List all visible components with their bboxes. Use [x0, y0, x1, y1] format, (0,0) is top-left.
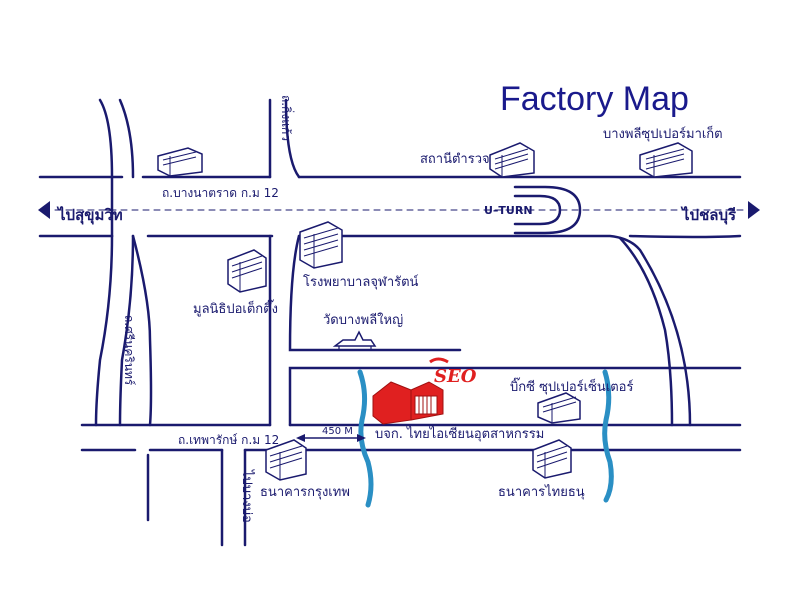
building-icon-thai-thanu-bank	[532, 439, 572, 479]
direction-east-label: ไปชลบุรี	[680, 205, 737, 225]
distance-arrow-right	[357, 434, 366, 442]
building-icon-west-office	[157, 147, 203, 177]
uturn-inner	[513, 194, 562, 226]
place-label-bigc: บิ๊กซี ซุปเปอร์เซ็นเตอร์	[510, 377, 633, 395]
direction-west-label: ไปสุขุมวิท	[56, 205, 123, 225]
canal-west	[357, 369, 374, 508]
place-label-bangplee-supermarket: บางพลีซุปเปอร์มาเก็ต	[603, 124, 723, 142]
distance-label: 450 M	[322, 426, 353, 437]
building-icon-bigc	[537, 392, 581, 424]
place-label-police-station: สถานีตำรวจ	[420, 151, 490, 167]
distance-arrow-left	[296, 434, 305, 442]
temple-icon	[332, 330, 377, 351]
road-label-bangna-trad: ถ.บางนาตราด ก.ม 12	[162, 186, 279, 200]
place-label-thai-thanu-bank: ธนาคารไทยธนุ	[498, 484, 585, 500]
map-title: Factory Map	[500, 80, 689, 118]
road-label-king-kaew: ถ.กิ่งแก้ว	[279, 95, 295, 141]
place-label-foundation: มูลนิธิปอเต็กตึ๊ง	[193, 299, 278, 317]
road-east-branch	[618, 236, 674, 427]
distance-indicator	[296, 434, 366, 442]
seo-logo-text: SEO	[434, 366, 477, 387]
building-icon-bangkok-bank	[265, 439, 307, 481]
road-factory-block	[288, 366, 742, 427]
arrow-east-icon	[748, 201, 760, 219]
building-icon-bangplee-supermarket	[639, 142, 693, 178]
building-icon-hospital	[299, 221, 343, 269]
road-label-srinakarin: ถ.ศรีนครินทร์	[122, 315, 136, 386]
road-srinakarin-west	[94, 98, 114, 427]
road-srinakarin-east	[118, 98, 135, 427]
road-label-theparak: ถ.เทพารักษ์ ก.ม 12	[178, 433, 279, 447]
road-king-kaew-east	[284, 98, 462, 352]
place-label-temple: วัดบางพลีใหญ่	[323, 312, 403, 328]
direction-south-label: ไปบางบ่อ	[239, 469, 255, 523]
place-label-factory: บจก. ไทยไอเซียนอุตสาหกรรม	[375, 426, 544, 442]
factory-icon	[372, 381, 444, 425]
road-srinakarin-east2	[131, 234, 153, 427]
place-label-hospital: โรงพยาบาลจุฬารัตน์	[303, 274, 419, 290]
seo-logo	[429, 357, 449, 364]
uturn-outer	[513, 185, 582, 235]
canal-east	[602, 369, 614, 503]
building-icon-foundation	[227, 249, 267, 293]
uturn-label: U–TURN	[484, 204, 533, 217]
road-bangna-trad-east-edge	[628, 234, 742, 239]
building-icon-police-station	[489, 142, 535, 178]
roads	[38, 98, 746, 547]
canals	[357, 369, 614, 508]
place-label-bangkok-bank: ธนาคารกรุงเทพ	[260, 485, 350, 500]
arrow-west-icon	[38, 201, 50, 219]
